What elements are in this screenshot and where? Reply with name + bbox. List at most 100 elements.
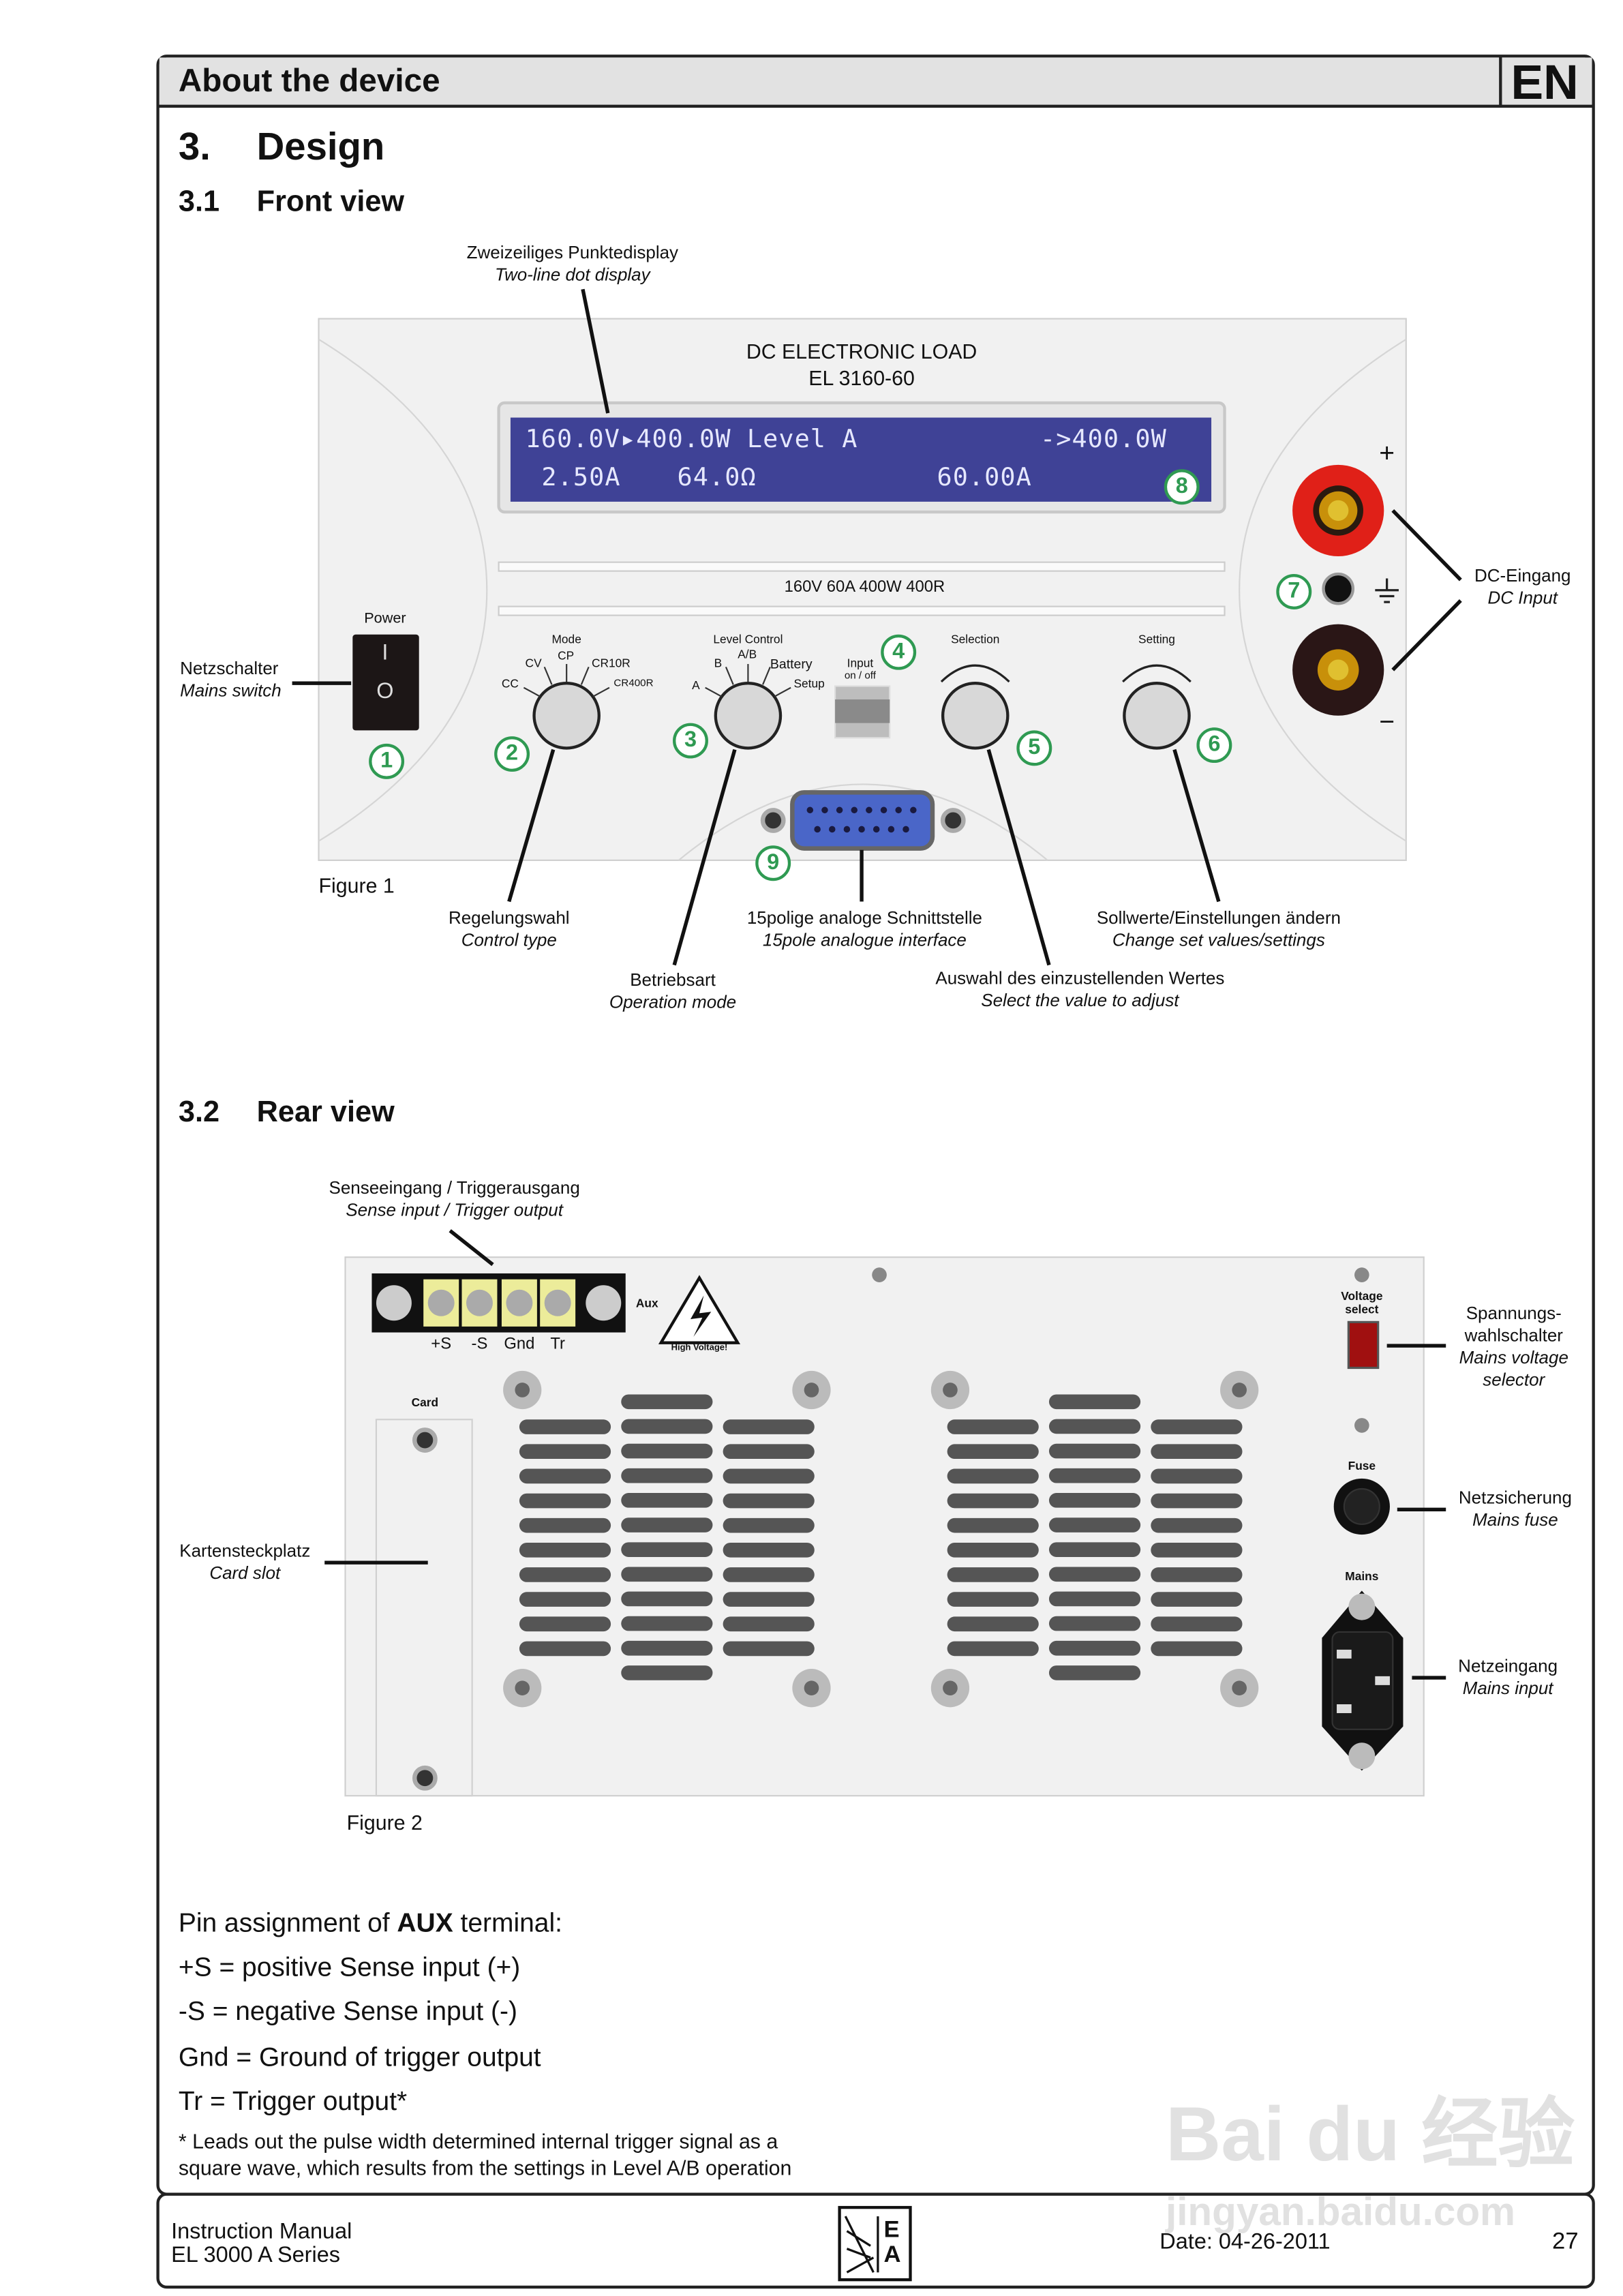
display-callout-en: Two-line dot display: [495, 264, 650, 285]
vent-slot: [519, 1542, 611, 1558]
level-control-label: Level Control: [713, 633, 783, 647]
voltage-select-switch: [1347, 1320, 1380, 1370]
fan-screw-center: [515, 1680, 530, 1696]
aux-label: Aux: [635, 1297, 658, 1311]
vent-slot: [621, 1468, 713, 1483]
vent-slot: [621, 1665, 713, 1680]
vent-slot: [723, 1444, 815, 1460]
fan-screw-center: [804, 1680, 819, 1696]
dsub-pin: [858, 826, 865, 833]
pin-label-minus-s: -S: [471, 1335, 488, 1353]
device-name: DC ELECTRONIC LOAD: [746, 339, 977, 363]
footnote-line-2: square wave, which results from the sett…: [178, 2156, 792, 2179]
vent-slot: [723, 1468, 815, 1484]
vent-slot: [947, 1444, 1039, 1460]
vent-slot: [1048, 1394, 1141, 1410]
fan-screw-center: [1232, 1680, 1247, 1696]
sense-callout-de: Senseeingang / Triggerausgang: [329, 1177, 580, 1198]
input-sub-label: on / off: [844, 671, 876, 682]
voltage-select-label: Voltage select: [1341, 1289, 1383, 1317]
analog-interface-connector: [790, 790, 935, 851]
vent-slot: [1048, 1493, 1141, 1508]
operation-mode-callout-en: Operation mode: [609, 991, 737, 1012]
card-label: Card: [411, 1395, 439, 1410]
vent-slot: [947, 1641, 1039, 1657]
aux-block-screw: [586, 1285, 622, 1321]
dsub-pin: [836, 806, 843, 814]
vent-slot: [519, 1641, 611, 1657]
lcd-resistance: 64.0Ω: [677, 463, 757, 493]
ground-terminal: [1322, 572, 1355, 605]
vent-slot: [621, 1419, 713, 1434]
ea-logo-text: EA: [883, 2218, 901, 2268]
aux-terminal-screw: [427, 1289, 455, 1316]
vent-slot: [947, 1567, 1039, 1582]
rear-callout-lines: [324, 1229, 1446, 1680]
vent-slot: [519, 1444, 611, 1460]
vent-slot: [621, 1567, 713, 1582]
vent-slot: [723, 1641, 815, 1657]
control-type-callout-de: Regelungswahl: [448, 907, 570, 928]
callout-number-2: 2: [494, 736, 530, 772]
vent-slot: [621, 1493, 713, 1508]
header-title: About the device: [178, 61, 440, 100]
level-setup: Setup: [793, 677, 825, 691]
dsub-pin: [888, 826, 895, 833]
vent-slot: [1048, 1517, 1141, 1532]
level-ab: A/B: [738, 648, 757, 661]
aux-terminal-screw: [466, 1289, 493, 1316]
vent-slot: [519, 1468, 611, 1484]
input-label: Input: [847, 656, 874, 670]
dsub-pin: [866, 806, 873, 814]
voltage-callout-en-2: selector: [1483, 1369, 1545, 1390]
mode-knob: [532, 681, 601, 750]
level-a: A: [692, 678, 700, 693]
lcd-display: [510, 417, 1212, 502]
vent-slot: [1048, 1665, 1141, 1680]
fan-screw-center: [943, 1383, 958, 1398]
vent-slot: [723, 1567, 815, 1582]
front-panel: [318, 318, 1407, 861]
lcd-current: 2.50A: [541, 463, 621, 493]
section-number: 3.: [178, 123, 211, 168]
vent-slot: [621, 1443, 713, 1459]
high-voltage-label: High Voltage!: [671, 1344, 728, 1353]
power-label: Power: [364, 611, 406, 627]
panel-screw: [872, 1267, 887, 1282]
vent-slot: [1048, 1567, 1141, 1582]
vent-slot: [723, 1517, 815, 1533]
pin-line: Tr = Trigger output*: [178, 2086, 408, 2116]
intro-text-end: terminal:: [453, 1907, 562, 1937]
pin-assignment-intro: Pin assignment of AUX terminal:: [179, 1908, 562, 1939]
voltage-callout-de-2: wahlschalter: [1464, 1325, 1563, 1346]
voltage-callout-de-1: Spannungs-: [1466, 1303, 1562, 1324]
callout-number-8: 8: [1164, 469, 1200, 505]
callout-number-6: 6: [1196, 727, 1232, 764]
section-title: Design: [256, 123, 385, 168]
dsub-pin: [880, 806, 888, 814]
lcd-set-current: 60.00A: [937, 463, 1032, 493]
callout-number-1: 1: [369, 743, 405, 779]
pin-label-tr: Tr: [550, 1335, 565, 1353]
vent-slot: [1151, 1616, 1243, 1632]
callout-number-4: 4: [881, 634, 917, 670]
vent-slot: [1151, 1517, 1243, 1533]
mode-cr10r: CR10R: [591, 656, 631, 670]
language-badge: EN: [1511, 55, 1579, 110]
watermark-url: jingyan.baidu.com: [1165, 2190, 1516, 2235]
selection-callout-de: Auswahl des einzustellenden Wertes: [935, 967, 1225, 989]
vent-slot: [1048, 1616, 1141, 1631]
pin-label-gnd: Gnd: [504, 1335, 535, 1353]
vent-slot: [723, 1419, 815, 1434]
rear-panel: [344, 1256, 1425, 1797]
vent-slot: [1048, 1468, 1141, 1483]
vent-slot: [1048, 1542, 1141, 1557]
minus-mark: −: [1379, 706, 1395, 737]
vent-slot: [621, 1640, 713, 1656]
intro-bold-aux: AUX: [397, 1907, 453, 1937]
switch-off-mark: O: [376, 678, 394, 704]
setting-callout-en: Change set values/settings: [1112, 929, 1325, 950]
selection-knob: [941, 681, 1010, 750]
fuse-callout-en: Mains fuse: [1472, 1509, 1558, 1530]
